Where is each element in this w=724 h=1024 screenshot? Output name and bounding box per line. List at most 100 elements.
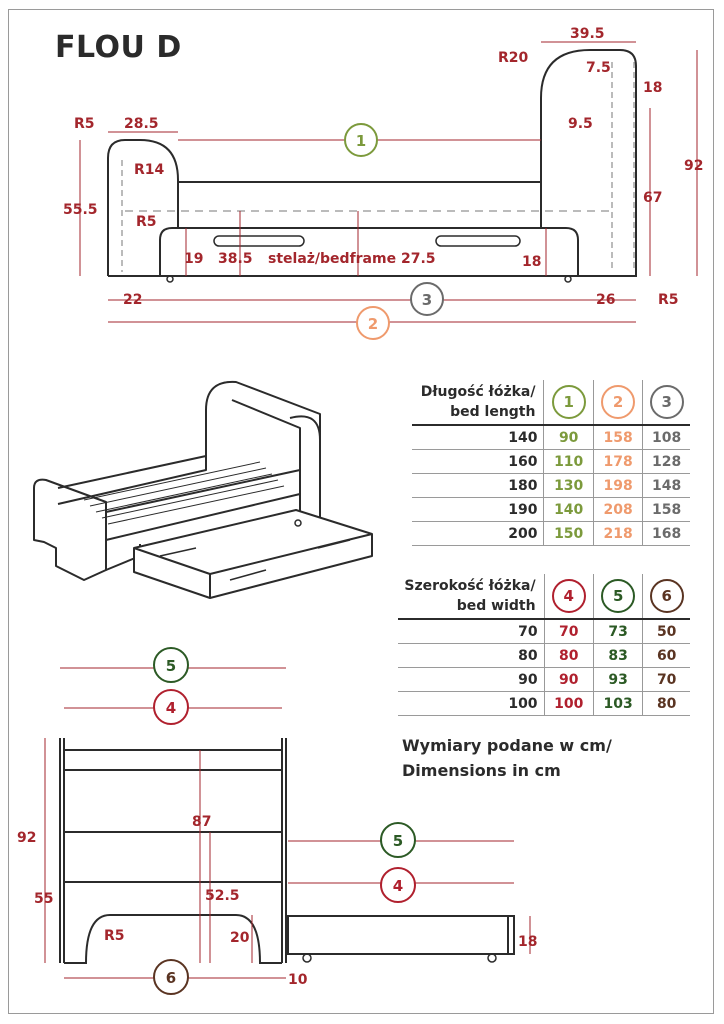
svg-text:2: 2 <box>368 315 378 333</box>
width-cell: 83 <box>592 643 643 668</box>
length-cell: 128 <box>642 449 690 474</box>
width-cell: 73 <box>592 619 643 644</box>
length-cell: 200 <box>508 525 538 542</box>
width-cell: 80 <box>642 691 690 716</box>
length-header: Długość łóżka/ bed length <box>420 384 536 420</box>
width-cell: 90 <box>518 671 538 688</box>
units-note: Wymiary podane w cm/ Dimensions in cm <box>402 736 612 780</box>
marker-4-front: 4 <box>153 689 189 725</box>
dim-92: 92 <box>684 158 703 174</box>
svg-text:1: 1 <box>356 132 366 150</box>
length-cell: 108 <box>642 425 690 450</box>
dim-26: 26 <box>596 292 615 308</box>
length-cell: 178 <box>592 449 643 474</box>
length-cell: 140 <box>543 497 594 522</box>
dim-67: 67 <box>643 190 662 206</box>
product-title: FLOU D <box>55 30 182 65</box>
length-cell: 198 <box>592 473 643 498</box>
dim-r5-bottom: R5 <box>658 292 679 308</box>
dim-9-5: 9.5 <box>568 116 593 132</box>
length-cell: 218 <box>592 521 643 546</box>
dim-55-5: 55.5 <box>63 202 98 218</box>
dim-front-20: 20 <box>230 930 250 946</box>
marker-5-drawer: 5 <box>380 822 416 858</box>
svg-text:4: 4 <box>393 877 403 895</box>
marker-6-front: 6 <box>153 959 189 995</box>
dim-front-92: 92 <box>17 830 36 846</box>
dim-bedframe: stelaż/bedframe 27.5 <box>268 251 436 267</box>
col-marker-3: 3 <box>649 385 684 419</box>
dim-18-top: 18 <box>643 80 662 96</box>
width-cell: 80 <box>543 643 594 668</box>
marker-4-drawer: 4 <box>380 867 416 903</box>
width-cell: 80 <box>518 647 538 664</box>
side-view <box>107 49 637 283</box>
width-cell: 93 <box>592 667 643 692</box>
col-marker-4: 4 <box>551 579 586 613</box>
isometric-view <box>33 380 373 599</box>
width-cell: 70 <box>543 619 594 644</box>
length-cell: 110 <box>543 449 594 474</box>
col-marker-2: 2 <box>601 385 636 419</box>
width-cell: 100 <box>508 695 538 712</box>
marker-2: 2 <box>356 306 390 340</box>
marker-1: 1 <box>344 123 378 157</box>
width-cell: 100 <box>543 691 594 716</box>
length-cell: 148 <box>642 473 690 498</box>
svg-text:5: 5 <box>393 832 403 850</box>
svg-text:4: 4 <box>166 699 176 717</box>
dim-39-5: 39.5 <box>570 26 605 42</box>
width-cell: 103 <box>592 691 643 716</box>
width-cell: 70 <box>518 623 538 640</box>
dim-r5-top: R5 <box>74 116 95 132</box>
dim-drawer-18: 18 <box>518 934 537 950</box>
length-cell: 180 <box>508 477 538 494</box>
dim-19: 19 <box>184 251 203 267</box>
length-cell: 168 <box>642 521 690 546</box>
length-cell: 158 <box>642 497 690 522</box>
dim-r5-mid: R5 <box>136 214 157 230</box>
length-cell: 90 <box>543 425 594 450</box>
dim-front-52-5: 52.5 <box>205 888 240 904</box>
dim-7-5: 7.5 <box>586 60 611 76</box>
length-cell: 140 <box>508 429 538 446</box>
page-frame <box>8 9 714 1014</box>
drawer-front-view <box>287 915 515 963</box>
front-view <box>59 738 287 964</box>
dim-front-r5: R5 <box>104 928 125 944</box>
dim-22: 22 <box>123 292 142 308</box>
length-cell: 150 <box>543 521 594 546</box>
marker-3: 3 <box>410 282 444 316</box>
length-cell: 130 <box>543 473 594 498</box>
width-cell: 50 <box>642 619 690 644</box>
dim-18-drawer: 18 <box>522 254 541 270</box>
col-marker-5: 5 <box>601 579 636 613</box>
length-cell: 208 <box>592 497 643 522</box>
dim-front-10: 10 <box>288 972 308 988</box>
dim-front-87: 87 <box>192 814 211 830</box>
dim-38-5: 38.5 <box>218 251 253 267</box>
marker-5-front: 5 <box>153 647 189 683</box>
svg-text:3: 3 <box>422 291 432 309</box>
col-marker-6: 6 <box>649 579 684 613</box>
svg-text:5: 5 <box>166 657 176 675</box>
width-header: Szerokość łóżka/ bed width <box>404 578 536 614</box>
length-cell: 160 <box>508 453 538 470</box>
width-cell: 90 <box>543 667 594 692</box>
dim-28-5: 28.5 <box>124 116 159 132</box>
length-cell: 158 <box>592 425 643 450</box>
length-cell: 190 <box>508 501 538 518</box>
dim-r20: R20 <box>498 50 529 66</box>
width-cell: 70 <box>642 667 690 692</box>
